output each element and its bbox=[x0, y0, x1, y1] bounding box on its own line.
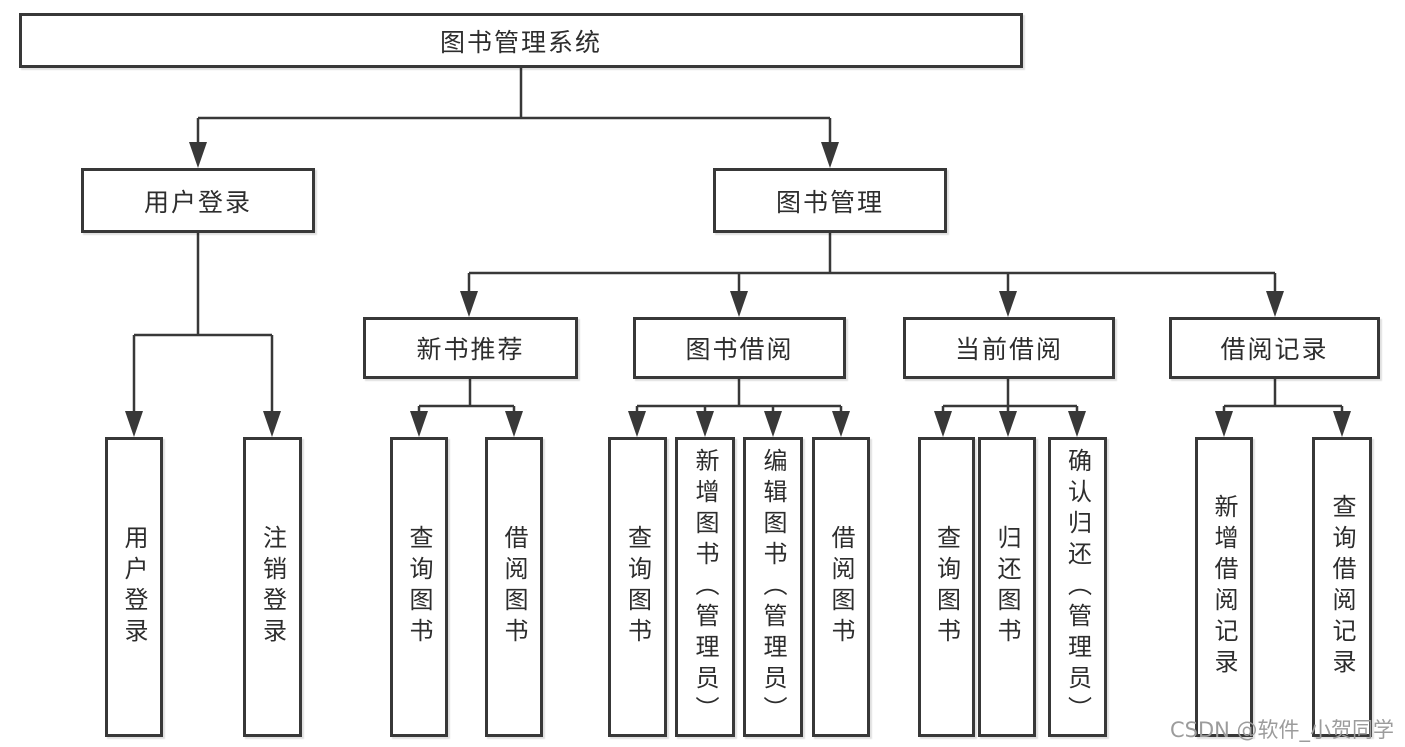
node-user-login: 用户登录 bbox=[81, 168, 315, 233]
leaf-nbr-query-books: 查询图书 bbox=[390, 437, 448, 737]
arrowhead-bb-edit bbox=[764, 411, 782, 437]
arrowhead-cb-query bbox=[934, 411, 952, 437]
arrowhead-cb-return bbox=[999, 411, 1017, 437]
arrowhead-leaf-login bbox=[125, 411, 143, 437]
connector-book-borrow-leaves bbox=[635, 379, 843, 415]
leaf-bb-edit-books-admin: 编辑图书（管理员） bbox=[743, 437, 803, 737]
leaf-cb-query-books-label: 查询图书 bbox=[932, 525, 961, 649]
node-root-label: 图书管理系统 bbox=[439, 27, 602, 57]
arrowhead-cb-confirm bbox=[1068, 411, 1086, 437]
leaf-user-login: 用户登录 bbox=[105, 437, 163, 737]
node-new-book-rec: 新书推荐 bbox=[363, 317, 578, 379]
leaf-br-query-record-label: 查询借阅记录 bbox=[1328, 494, 1356, 680]
node-user-login-label: 用户登录 bbox=[143, 187, 252, 217]
arrowhead-borrow-record bbox=[1266, 291, 1284, 317]
node-book-borrow: 图书借阅 bbox=[633, 317, 846, 379]
arrowhead-current-borrow bbox=[999, 291, 1017, 317]
node-new-book-rec-label: 新书推荐 bbox=[416, 335, 525, 364]
arrowhead-leaf-logout bbox=[263, 411, 281, 437]
leaf-bb-query-books: 查询图书 bbox=[608, 437, 667, 737]
node-book-mgmt-label: 图书管理 bbox=[775, 187, 884, 217]
connector-user-login-leaves bbox=[132, 233, 274, 415]
node-book-mgmt: 图书管理 bbox=[713, 168, 947, 233]
arrowhead-nbr-query bbox=[410, 411, 428, 437]
arrowhead-book-mgmt bbox=[821, 142, 839, 168]
node-borrow-record: 借阅记录 bbox=[1169, 317, 1380, 379]
leaf-bb-borrow-books-label: 借阅图书 bbox=[827, 525, 855, 649]
arrowhead-bb-borrow bbox=[832, 411, 850, 437]
node-root: 图书管理系统 bbox=[19, 13, 1023, 68]
leaf-bb-add-books-admin-label: 新增图书（管理员） bbox=[691, 447, 719, 727]
arrowhead-bb-add bbox=[696, 411, 714, 437]
leaf-user-login-label: 用户登录 bbox=[120, 525, 148, 649]
leaf-nbr-borrow-books-label: 借阅图书 bbox=[500, 525, 528, 649]
arrowhead-new-book-rec bbox=[460, 291, 478, 317]
connector-new-book-rec-leaves bbox=[417, 379, 516, 415]
leaf-bb-query-books-label: 查询图书 bbox=[623, 525, 652, 649]
arrowhead-br-query bbox=[1333, 411, 1351, 437]
csdn-watermark: CSDN @软件_小贺同学 bbox=[1170, 718, 1395, 742]
leaf-nbr-borrow-books: 借阅图书 bbox=[485, 437, 543, 737]
leaf-br-add-record-label: 新增借阅记录 bbox=[1210, 494, 1238, 680]
leaf-cb-query-books: 查询图书 bbox=[918, 437, 975, 737]
leaf-cb-return-books-label: 归还图书 bbox=[993, 525, 1021, 649]
node-current-borrow: 当前借阅 bbox=[903, 317, 1115, 379]
leaf-bb-edit-books-admin-label: 编辑图书（管理员） bbox=[759, 447, 787, 727]
arrowhead-br-add bbox=[1215, 411, 1233, 437]
leaf-br-query-record: 查询借阅记录 bbox=[1312, 437, 1372, 737]
connector-borrow-record-leaves bbox=[1222, 379, 1344, 415]
arrowhead-nbr-borrow bbox=[505, 411, 523, 437]
connector-book-mgmt-level3 bbox=[467, 233, 1277, 295]
leaf-bb-add-books-admin: 新增图书（管理员） bbox=[675, 437, 735, 737]
arrowhead-bb-query bbox=[628, 411, 646, 437]
arrowhead-user-login bbox=[189, 142, 207, 168]
leaf-nbr-query-books-label: 查询图书 bbox=[405, 525, 433, 649]
leaf-logout: 注销登录 bbox=[243, 437, 302, 737]
node-current-borrow-label: 当前借阅 bbox=[954, 335, 1063, 364]
arrowhead-book-borrow bbox=[730, 291, 748, 317]
connector-current-borrow-leaves bbox=[941, 379, 1079, 415]
leaf-logout-label: 注销登录 bbox=[258, 525, 287, 649]
leaf-br-add-record: 新增借阅记录 bbox=[1195, 437, 1253, 737]
connector-root-to-level2 bbox=[196, 68, 832, 146]
leaf-cb-confirm-return-admin-label: 确认归还（管理员） bbox=[1063, 447, 1092, 727]
leaf-cb-return-books: 归还图书 bbox=[978, 437, 1036, 737]
node-borrow-record-label: 借阅记录 bbox=[1220, 335, 1329, 364]
leaf-cb-confirm-return-admin: 确认归还（管理员） bbox=[1048, 437, 1107, 737]
leaf-bb-borrow-books: 借阅图书 bbox=[812, 437, 870, 737]
node-book-borrow-label: 图书借阅 bbox=[685, 335, 794, 364]
